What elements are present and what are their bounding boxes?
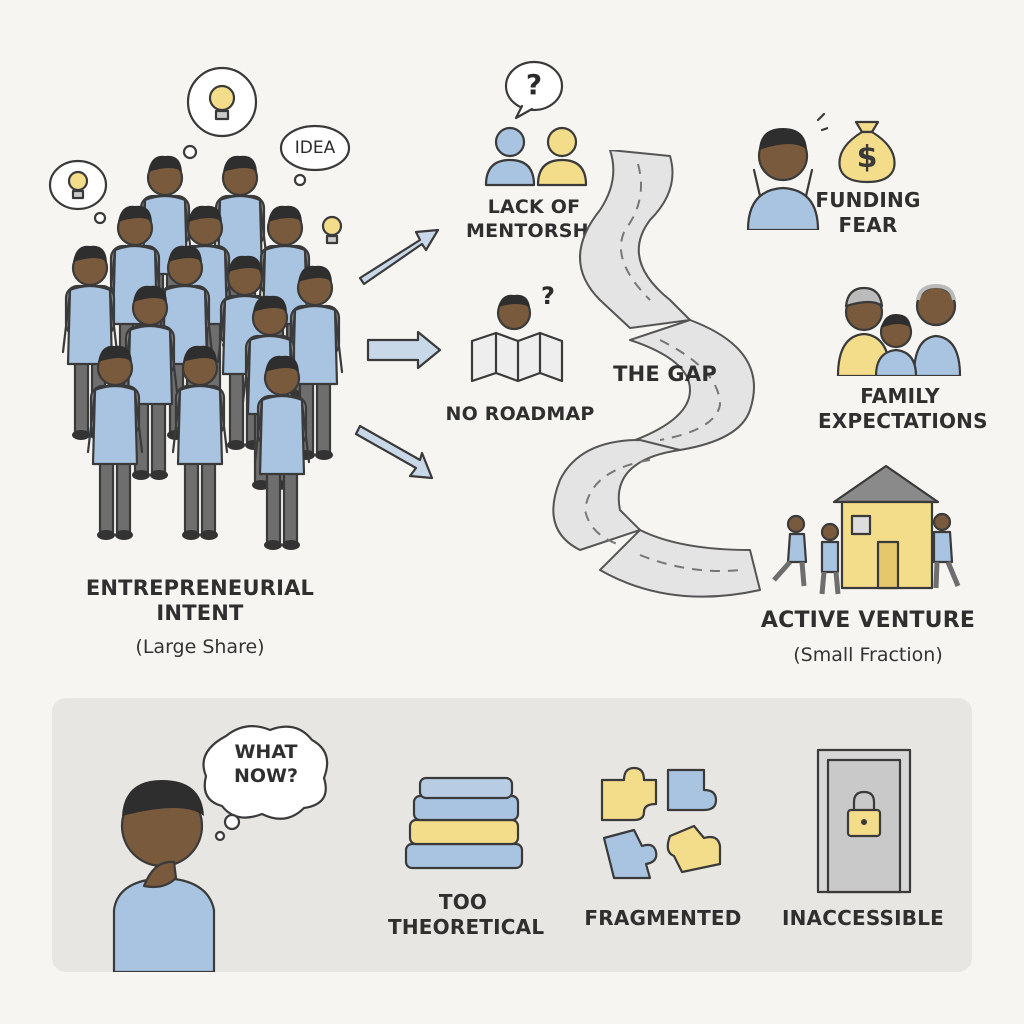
gap-label: THE GAP	[600, 362, 730, 387]
puzzle-icon	[594, 760, 734, 880]
mentorship-question-mark: ?	[520, 68, 548, 101]
venture-sublabel: (Small Fraction)	[768, 644, 968, 666]
intent-sublabel: (Large Share)	[100, 636, 300, 658]
idea-bubble-text: IDEA	[290, 138, 340, 158]
family-expectations-label: FAMILY EXPECTATIONS	[818, 384, 982, 434]
thought-text: WHAT NOW?	[228, 740, 304, 788]
dollar-sign: $	[852, 140, 882, 175]
fragmented-label: FRAGMENTED	[580, 906, 746, 931]
funding-fear-label: FUNDING FEAR	[814, 188, 922, 238]
flow-arrows	[350, 210, 450, 490]
house-building-illustration	[762, 462, 972, 602]
student-crowd-illustration	[40, 60, 370, 570]
too-theoretical-label: TOO THEORETICAL	[388, 890, 538, 940]
family-illustration	[832, 276, 972, 376]
inaccessible-label: INACCESSIBLE	[780, 906, 946, 931]
locked-door-icon	[816, 748, 912, 896]
intent-label: ENTREPRENEURIAL INTENT	[60, 576, 340, 626]
venture-label: ACTIVE VENTURE	[748, 608, 988, 633]
books-icon	[400, 776, 530, 876]
